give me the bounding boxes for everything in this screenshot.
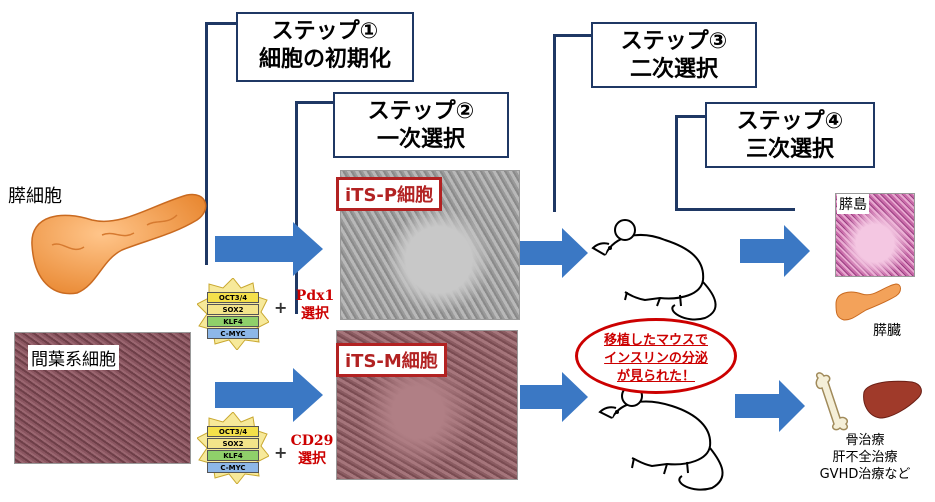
callout-line2: インスリンの分泌 — [604, 351, 708, 366]
plus-top: + — [274, 298, 288, 317]
step-box-1: ステップ① 細胞の初期化 — [236, 12, 414, 82]
callout-line1: 移植したマウスで — [603, 333, 708, 348]
step-box-3: ステップ③ 二次選択 — [591, 22, 757, 88]
pancreas-small-icon — [835, 283, 901, 321]
step-title: ステップ④ — [736, 109, 844, 134]
arrow-to-therapy — [735, 380, 805, 432]
liver-icon — [863, 380, 922, 419]
selection-label: 選択 — [298, 451, 326, 467]
cd29-selection: CD29 選択 — [287, 432, 337, 468]
step2-bracket — [295, 101, 336, 314]
factor-kit-bottom: OCT3/4 SOX2 KLF4 C-MYC — [197, 412, 269, 484]
factor-sox2: SOX2 — [207, 304, 259, 315]
factor-sox2: SOX2 — [207, 438, 259, 449]
selection-label: 選択 — [301, 306, 329, 322]
factor-kit-top: OCT3/4 SOX2 KLF4 C-MYC — [197, 278, 269, 350]
pancreas-organ-image — [31, 193, 207, 295]
plus-bottom: + — [274, 443, 288, 462]
step4-bracket — [675, 115, 678, 210]
factor-klf4: KLF4 — [207, 450, 259, 461]
therapy-list: 骨治療 肝不全治療 GVHD治療など — [800, 432, 930, 483]
step-sub: 細胞の初期化 — [258, 47, 391, 72]
step4-bracket-bottom — [675, 208, 795, 211]
step-title: ステップ② — [367, 99, 475, 124]
mouse-bottom-icon — [598, 385, 724, 491]
arrow-to-its-p — [215, 222, 323, 276]
marker-label: Pdx1 — [295, 288, 335, 304]
step-sub: 三次選択 — [745, 137, 834, 162]
arrow-to-islet — [740, 225, 810, 277]
mouse-top-icon — [591, 219, 717, 321]
callout-line3: が見られた！ — [616, 369, 695, 384]
bone-icon — [815, 372, 849, 431]
pancreas-outcome-label: 膵臓 — [873, 323, 901, 339]
step-sub: 一次選択 — [376, 127, 465, 152]
factor-oct34: OCT3/4 — [207, 426, 259, 437]
step4-bracket-top — [675, 115, 705, 118]
arrow-to-mouse-bottom — [520, 372, 588, 422]
step-box-4: ステップ④ 三次選択 — [705, 102, 875, 168]
step1-bracket — [205, 22, 238, 265]
insulin-callout: 移植したマウスで インスリンの分泌 が見られた！ — [575, 318, 737, 394]
therapy-liver: 肝不全治療 — [832, 450, 898, 465]
pdx1-selection: Pdx1 選択 — [290, 287, 340, 323]
arrow-to-its-m — [215, 368, 323, 422]
factor-cmyc: C-MYC — [207, 328, 259, 339]
therapy-bone: 骨治療 — [845, 433, 885, 448]
factor-oct34: OCT3/4 — [207, 292, 259, 303]
islet-label: 膵島 — [837, 194, 869, 214]
step-title: ステップ① — [271, 19, 379, 44]
therapy-gvhd: GVHD治療など — [819, 467, 911, 482]
its-m-label: iTS-M細胞 — [336, 343, 447, 377]
factor-klf4: KLF4 — [207, 316, 259, 327]
marker-label: CD29 — [290, 433, 334, 449]
factor-cmyc: C-MYC — [207, 462, 259, 473]
step-title: ステップ③ — [620, 29, 728, 54]
pancreas-label: 膵細胞 — [8, 186, 62, 207]
step-sub: 二次選択 — [629, 57, 718, 82]
its-p-label: iTS-P細胞 — [336, 177, 443, 211]
mesenchymal-label: 間葉系細胞 — [28, 345, 119, 370]
arrow-to-mouse-top — [520, 228, 588, 278]
step-box-2: ステップ② 一次選択 — [333, 92, 509, 158]
step3-bracket — [553, 34, 594, 212]
